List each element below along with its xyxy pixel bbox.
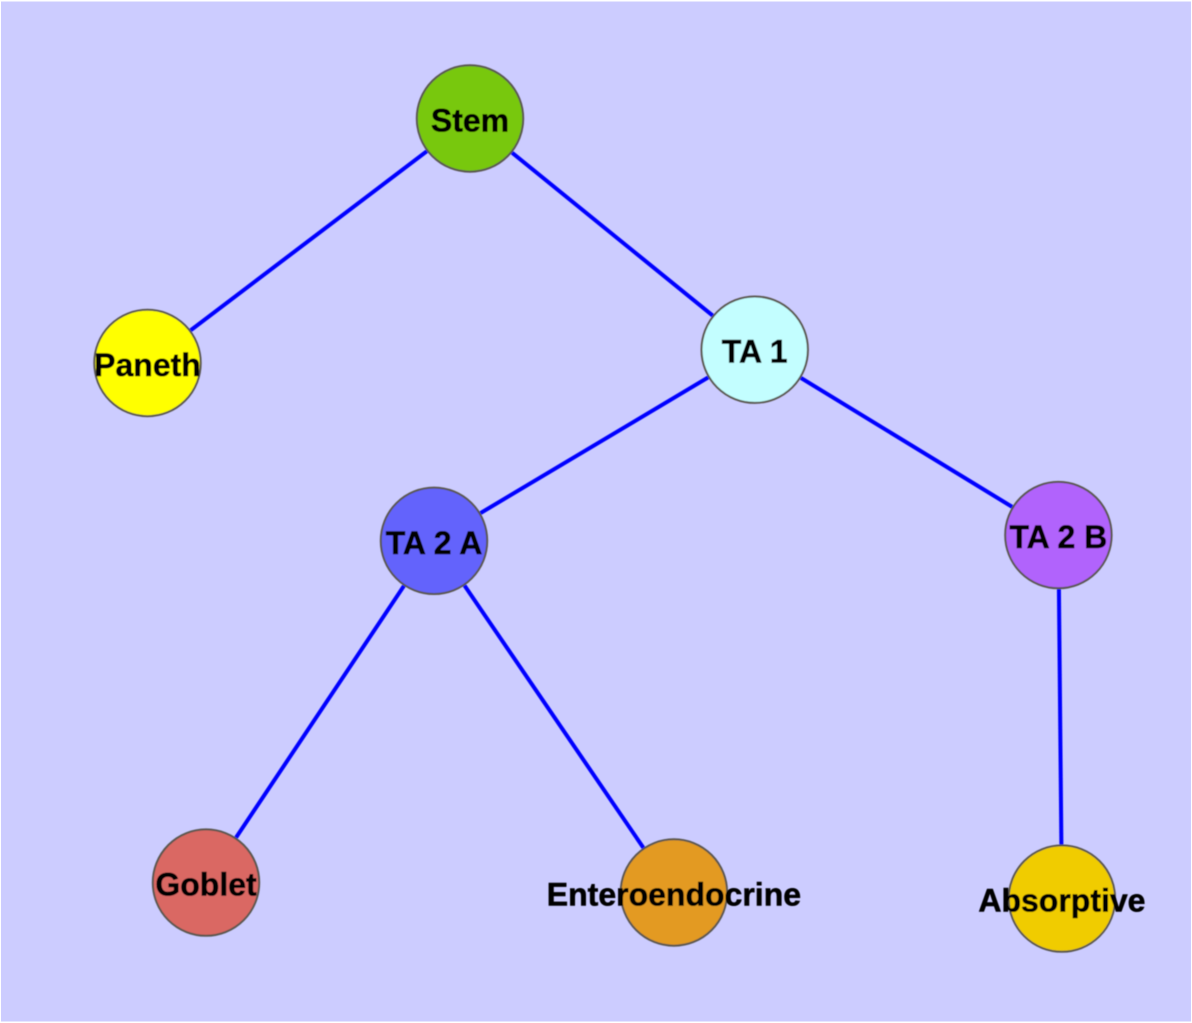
svg-text:Absorptive: Absorptive	[978, 883, 1145, 919]
svg-text:Enteroendocrine: Enteroendocrine	[547, 877, 801, 913]
svg-text:Paneth: Paneth	[94, 347, 201, 383]
svg-text:Stem: Stem	[431, 103, 509, 139]
svg-text:TA 2 B: TA 2 B	[1010, 519, 1108, 555]
svg-text:Goblet: Goblet	[155, 867, 257, 903]
svg-text:TA 2 A: TA 2 A	[386, 525, 483, 561]
svg-text:TA 1: TA 1	[722, 334, 788, 370]
